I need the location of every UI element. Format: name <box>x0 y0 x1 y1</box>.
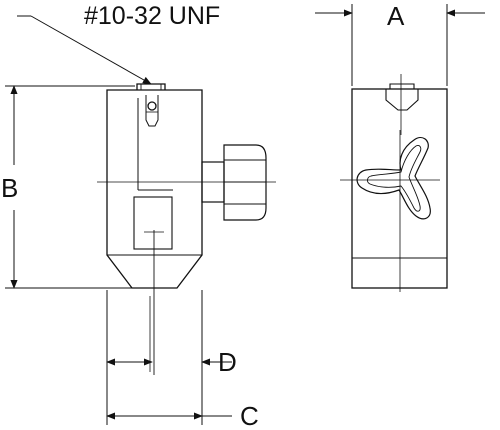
side-view <box>340 74 448 292</box>
thread-callout-label: #10-32 UNF <box>84 2 220 30</box>
front-body-outline <box>106 89 203 289</box>
screw-hole-circle <box>147 101 157 111</box>
dimension-lines <box>5 4 485 425</box>
side-screw <box>385 83 419 111</box>
side-body-outline <box>351 88 448 289</box>
three-lobe-knob <box>356 136 431 220</box>
dim-a-label: A <box>387 1 405 31</box>
inner-block <box>133 196 173 250</box>
front-view <box>97 83 276 375</box>
dim-c-label: C <box>240 401 259 430</box>
knob-grip <box>223 144 267 221</box>
dim-d-label: D <box>218 347 237 377</box>
dim-b-label: B <box>1 173 18 203</box>
